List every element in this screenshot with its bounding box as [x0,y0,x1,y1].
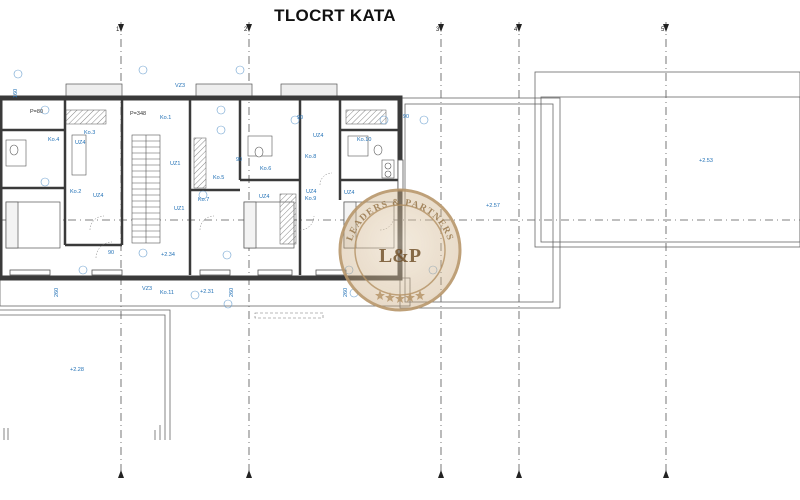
axis-label-2: 2 [244,27,248,33]
level-mark-1: +2.53 [699,158,713,164]
door-mark-p80: P=80 [30,109,43,115]
level-mark-4: +2.34 [161,252,175,258]
room-label-ko3: Ko.3 [84,130,95,136]
room-label-ko9: Ko.9 [305,196,316,202]
staircase [131,134,161,244]
room-label-ko10: Ko.10 [357,137,371,143]
room-label-ko2: Ko.2 [70,189,81,195]
door-mark-vz3-a: VZ3 [175,83,185,89]
door-dim-90-230-a: 90 [297,115,303,121]
door-mark-uz4-f: UZ4 [259,194,269,200]
lower-terrace [0,309,171,440]
door-mark-uz4-a: UZ4 [75,140,85,146]
dim-260-a: 260 [54,288,60,297]
room-label-ko8: Ko.8 [305,154,316,160]
axis-markers [118,24,669,478]
door-marks: UZ4 UZ4 UZ4 UZ4 UZ4 UZ4 UZ1 UZ1 VZ3 VZ3 … [30,83,409,292]
wardrobes [65,109,387,245]
room-label-ko1: Ko.1 [160,115,171,121]
level-mark-2: +2.57 [486,203,500,209]
door-mark-uz4-d: UZ4 [306,189,316,195]
door-mark-p348: P=348 [130,111,146,117]
level-mark-5: +2.31 [200,289,214,295]
room-label-ko11: Ko.11 [160,290,174,296]
axis-label-1: 1 [116,27,120,33]
axis-label-5: 5 [661,27,665,33]
door-dim-90-230-b: 90 [403,114,409,120]
level-marks: +2.53 +2.57 +2.28 +2.34 +2.31 [70,158,713,373]
room-label-ko6: Ko.6 [260,166,271,172]
door-mark-uz1-b: UZ1 [174,206,184,212]
company-seal: LEADERS & PARTNERS L&P [338,188,462,312]
door-mark-uz1-a: UZ1 [170,161,180,167]
door-mark-uz4-e: UZ4 [344,190,354,196]
door-dim-90-238: 90 [108,250,114,256]
parapets [65,83,338,98]
axis-label-3: 3 [436,27,440,33]
room-labels: Ko.1 Ko.2 Ko.3 Ko.4 Ko.5 Ko.6 Ko.7 Ko.8 … [48,115,371,296]
dim-160: 160 [13,89,19,98]
interior-walls [0,98,400,275]
plan-title: TLOCRT KATA [274,6,396,25]
door-mark-vz3-b: VZ3 [142,286,152,292]
dim-260-c: 260 [343,288,349,297]
seal-monogram: L&P [379,245,421,267]
level-mark-3: +2.28 [70,367,84,373]
room-label-ko7: Ko.7 [198,197,209,203]
door-swings [89,172,395,259]
room-label-ko4: Ko.4 [48,137,59,143]
axis-label-4: 4 [514,27,518,33]
dim-260-b: 260 [229,288,235,297]
axis-labels: 1 2 3 4 5 [116,27,665,33]
right-terrace [399,71,800,309]
rotated-dims: 260 260 260 160 [13,89,349,297]
door-mark-uz4-b: UZ4 [93,193,103,199]
drain-marks [254,312,324,319]
door-dim-90-230-c: 90 [236,157,242,163]
bathroom-fixtures [5,134,395,179]
door-mark-uz4-c: UZ4 [313,133,323,139]
room-label-ko5: Ko.5 [213,175,224,181]
